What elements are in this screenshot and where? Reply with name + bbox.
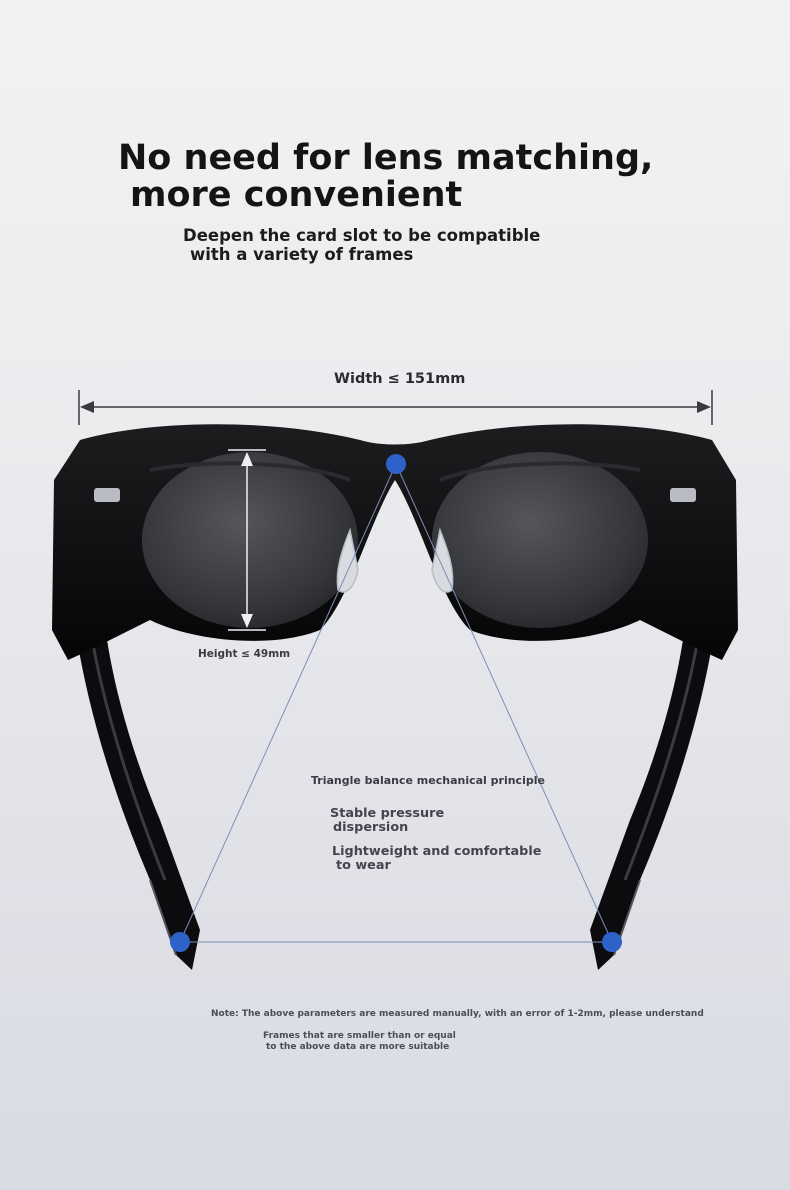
right-hinge — [670, 488, 696, 502]
left-lens — [142, 452, 358, 628]
subheadline-line-2: with a variety of frames — [190, 245, 414, 264]
top-balance-point — [386, 454, 406, 474]
right-balance-point — [602, 932, 622, 952]
frames-line-1: Frames that are smaller than or equal — [263, 1031, 456, 1041]
headline-line-2: more convenient — [130, 175, 463, 215]
stable-pressure-label: Stable pressure dispersion — [330, 807, 444, 835]
left-balance-point — [170, 932, 190, 952]
lightweight-label: Lightweight and comfortable to wear — [332, 845, 541, 873]
glasses-frame — [52, 424, 738, 660]
light-line-2: to wear — [336, 858, 391, 873]
right-lens — [432, 452, 648, 628]
light-line-1: Lightweight and comfortable — [332, 844, 542, 859]
headline: No need for lens matching, more convenie… — [118, 140, 678, 214]
height-dimension-line — [228, 449, 266, 631]
frames-note: Frames that are smaller than or equal to… — [263, 1031, 456, 1053]
headline-line-1: No need for lens matching, — [118, 138, 654, 178]
balance-triangle — [170, 454, 622, 952]
height-label: Height ≤ 49mm — [198, 648, 291, 660]
stable-line-2: dispersion — [333, 820, 409, 835]
stable-line-1: Stable pressure — [330, 806, 445, 821]
width-label: Width ≤ 151mm — [334, 371, 466, 387]
frames-line-2: to the above data are more suitable — [266, 1042, 450, 1052]
right-nose-pad — [431, 527, 454, 593]
left-nose-pad — [336, 527, 359, 593]
subheadline-line-1: Deepen the card slot to be compatible — [183, 226, 541, 245]
width-dimension-line — [78, 390, 713, 425]
measurement-note: Note: The above parameters are measured … — [211, 1009, 704, 1019]
triangle-balance-label: Triangle balance mechanical principle — [311, 774, 545, 787]
subheadline: Deepen the card slot to be compatible wi… — [183, 226, 603, 264]
left-hinge — [94, 488, 120, 502]
